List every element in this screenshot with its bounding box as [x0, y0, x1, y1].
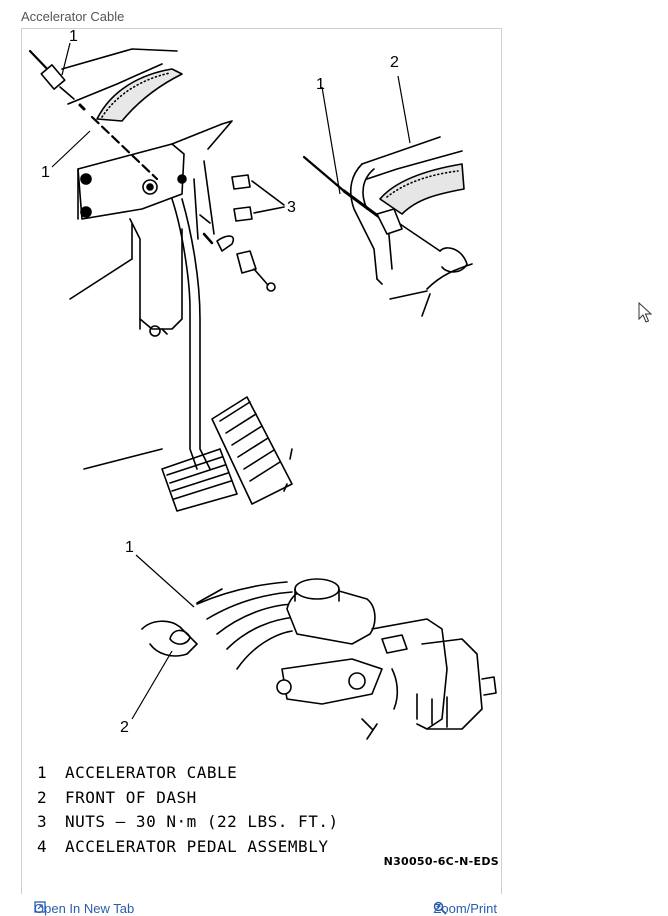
callout-1-bottom: 1 — [125, 539, 134, 556]
accelerator-cable-diagram: 1 1 1 2 3 1 2 — [28, 29, 497, 740]
callout-1-top: 1 — [69, 29, 78, 45]
callout-1-left: 1 — [41, 164, 50, 181]
callout-3-nuts: 3 — [287, 199, 296, 216]
open-in-new-tab-label: Open In New Tab — [34, 901, 135, 916]
zoom-icon — [434, 901, 448, 915]
callout-1-inset: 1 — [316, 76, 325, 93]
figure-code: N30050-6C-N-EDS — [383, 855, 499, 868]
callout-2-bottom: 2 — [120, 719, 129, 736]
mouse-pointer-icon — [638, 302, 652, 323]
page-title: Accelerator Cable — [21, 9, 125, 24]
open-in-new-tab-icon — [34, 901, 46, 913]
zoom-print-link[interactable]: Zoom/Print — [433, 901, 497, 916]
open-in-new-tab-link[interactable]: Open In New Tab — [34, 901, 134, 916]
callout-2-inset: 2 — [390, 54, 399, 71]
